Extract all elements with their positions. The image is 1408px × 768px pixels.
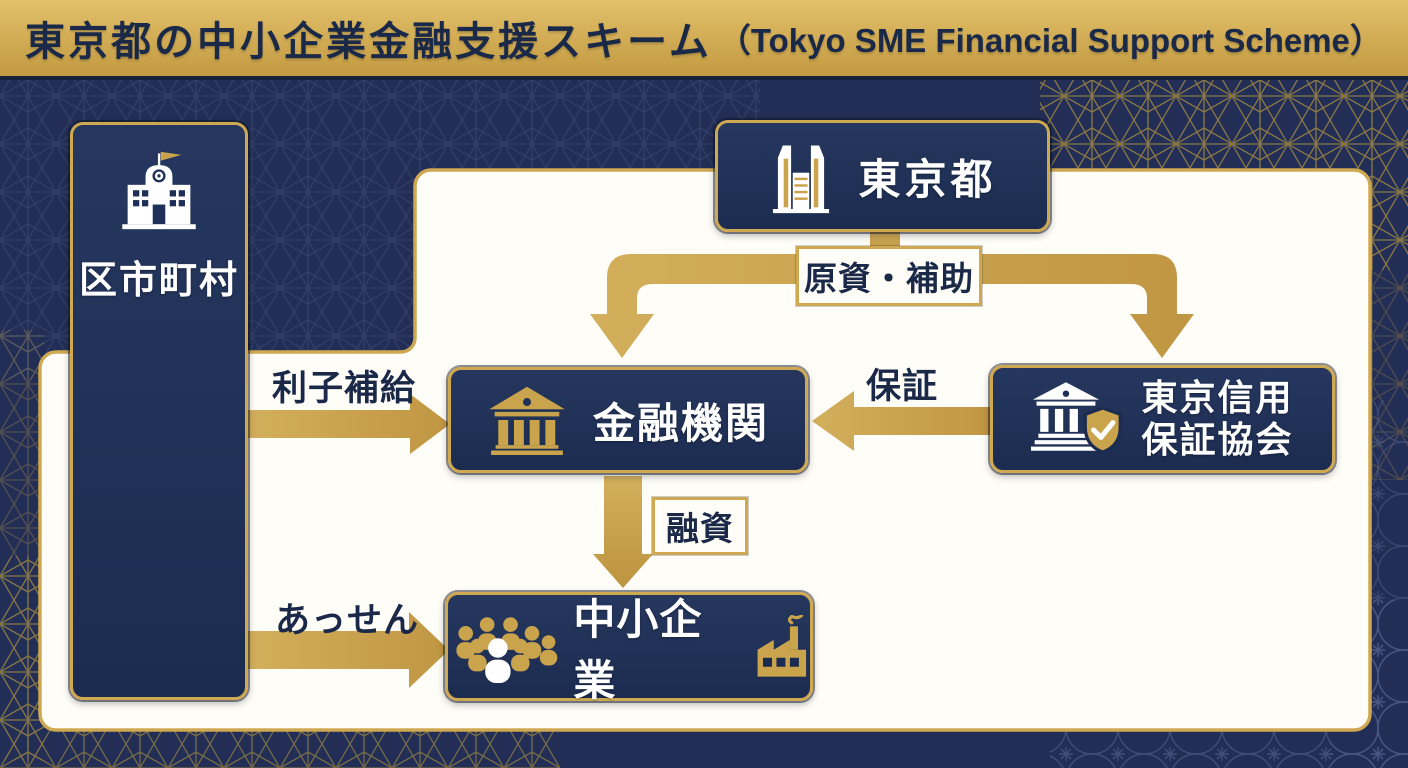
- edge-label-guarantee: 保証: [865, 367, 938, 406]
- page-title-en: （Tokyo SME Financial Support Scheme）: [717, 22, 1383, 59]
- node-bank: 金融機関: [448, 367, 808, 473]
- tokyo-metropolitan-building-icon: [773, 145, 830, 214]
- edge-label-loan: 融資: [652, 497, 748, 555]
- node-municipality: 区市町村: [70, 122, 248, 700]
- arrow-guarantee: [812, 391, 996, 451]
- title-bar: 東京都の中小企業金融支援スキーム （Tokyo SME Financial Su…: [0, 0, 1408, 80]
- node-sme-label: 中小企業: [573, 595, 703, 704]
- edge-label-funding-subsidy: 原資・補助: [796, 246, 982, 306]
- node-tokyo: 東京都: [715, 120, 1050, 232]
- government-building-icon: [122, 151, 196, 230]
- node-tokyo-label: 東京都: [858, 155, 997, 203]
- arrow-loan: [593, 476, 653, 588]
- node-guarantee-label-line1: 東京信用: [1141, 376, 1294, 418]
- bank-shield-check-icon: [1031, 382, 1123, 454]
- node-municipality-label: 区市町村: [78, 260, 239, 302]
- node-guarantee-label-line2: 保証協会: [1141, 419, 1294, 460]
- node-guarantee-label: 東京信用 保証協会: [1141, 377, 1293, 462]
- page-title-jp: 東京都の中小企業金融支援スキーム: [25, 20, 712, 64]
- bank-icon: [489, 386, 565, 455]
- node-guarantee: 東京信用 保証協会: [990, 365, 1335, 473]
- node-sme: 中小企業: [445, 592, 813, 704]
- people-group-icon: [456, 616, 558, 683]
- arrow-referral: [246, 612, 449, 688]
- factory-icon: [757, 614, 807, 677]
- edge-label-referral: あっせん: [274, 601, 419, 640]
- arrow-interest-subsidy: [246, 394, 450, 454]
- edge-label-interest-subsidy: 利子補給: [271, 369, 416, 408]
- arrow-funding-subsidy: [590, 254, 1194, 358]
- asanoha-pattern-left-edge: [0, 330, 44, 760]
- node-bank-label: 金融機関: [592, 399, 769, 447]
